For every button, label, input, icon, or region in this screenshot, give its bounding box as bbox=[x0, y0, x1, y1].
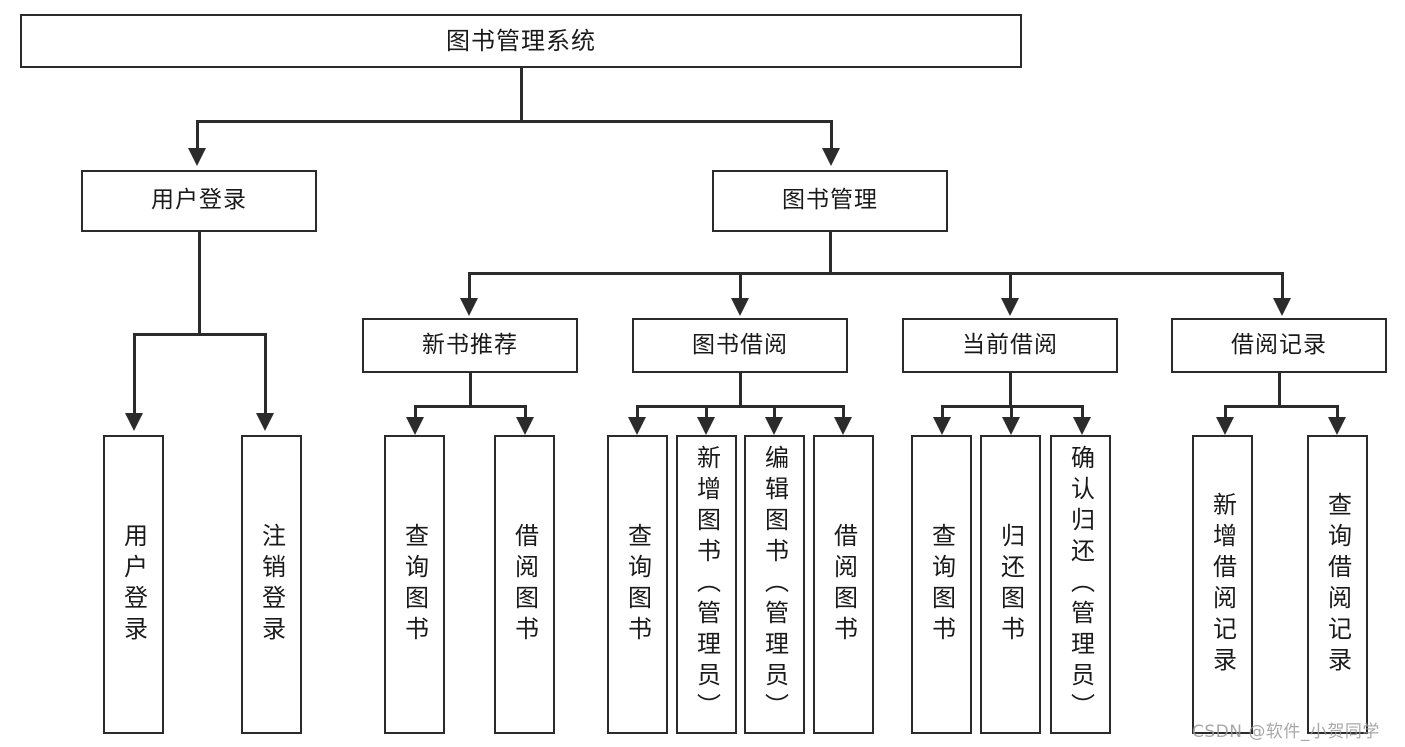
connector-bb-drop-4 bbox=[842, 405, 845, 419]
arrowhead-leaf-return-book bbox=[1002, 417, 1020, 435]
leaf-query-book-borrow[interactable]: 查询图书 bbox=[607, 435, 668, 734]
connector-bm-drop-4 bbox=[1281, 272, 1284, 300]
leaf-query-book-current[interactable]: 查询图书 bbox=[911, 435, 972, 734]
node-label: 用户登录 bbox=[119, 522, 148, 647]
arrowhead-leaf-confirm-return bbox=[1073, 417, 1091, 435]
leaf-logout[interactable]: 注销登录 bbox=[241, 435, 302, 734]
node-label: 当前借阅 bbox=[962, 331, 1058, 358]
node-label: 新书推荐 bbox=[422, 331, 518, 358]
connector-bb-drop-3 bbox=[773, 405, 776, 419]
connector-cb-drop-3 bbox=[1081, 405, 1084, 419]
arrowhead-leaf-query-book-2 bbox=[628, 417, 646, 435]
arrowhead-to-user-login bbox=[188, 148, 206, 166]
node-borrow-record[interactable]: 借阅记录 bbox=[1171, 318, 1387, 373]
arrowhead-to-book-borrow bbox=[731, 298, 749, 316]
arrowhead-leaf-borrow-book-2 bbox=[834, 417, 852, 435]
leaf-user-login[interactable]: 用户登录 bbox=[103, 435, 164, 734]
connector-root-drop-left bbox=[196, 120, 199, 150]
node-user-login[interactable]: 用户登录 bbox=[81, 170, 317, 232]
connector-newbook-drop-1 bbox=[414, 405, 417, 419]
connector-br-drop-2 bbox=[1336, 405, 1339, 419]
connector-currentborrow-stem bbox=[1009, 373, 1012, 407]
node-label: 借阅图书 bbox=[829, 522, 858, 647]
connector-root-bar bbox=[196, 120, 832, 123]
connector-bookborrow-stem bbox=[739, 373, 742, 407]
node-label: 归还图书 bbox=[996, 522, 1025, 647]
connector-user-login-bar bbox=[133, 333, 265, 336]
node-label: 新增借阅记录 bbox=[1208, 491, 1237, 678]
arrowhead-leaf-add-book bbox=[697, 417, 715, 435]
connector-borrowrecord-bar bbox=[1224, 405, 1338, 408]
connector-newbook-stem bbox=[469, 373, 472, 407]
node-new-book-recommend[interactable]: 新书推荐 bbox=[362, 318, 578, 373]
connector-newbook-bar bbox=[414, 405, 526, 408]
connector-borrowrecord-stem bbox=[1278, 373, 1281, 407]
connector-book-manage-stem bbox=[829, 232, 832, 274]
node-label: 新增图书（管理员） bbox=[692, 445, 721, 724]
node-label: 查询图书 bbox=[927, 522, 956, 647]
leaf-add-book-admin[interactable]: 新增图书（管理员） bbox=[676, 435, 737, 734]
node-label: 编辑图书（管理员） bbox=[760, 445, 789, 724]
node-label: 图书管理系统 bbox=[446, 26, 596, 55]
leaf-borrow-book[interactable]: 借阅图书 bbox=[813, 435, 874, 734]
leaf-edit-book-admin[interactable]: 编辑图书（管理员） bbox=[744, 435, 805, 734]
connector-user-login-drop-2 bbox=[264, 333, 267, 415]
arrowhead-leaf-query-record bbox=[1328, 417, 1346, 435]
arrowhead-to-book-manage bbox=[822, 148, 840, 166]
connector-user-login-drop-1 bbox=[133, 333, 136, 415]
connector-bm-drop-3 bbox=[1009, 272, 1012, 300]
connector-bb-drop-1 bbox=[636, 405, 639, 419]
leaf-borrow-book-newbook[interactable]: 借阅图书 bbox=[494, 435, 555, 734]
node-label: 查询借阅记录 bbox=[1323, 491, 1352, 678]
connector-bb-drop-2 bbox=[705, 405, 708, 419]
node-book-borrow[interactable]: 图书借阅 bbox=[632, 318, 848, 373]
leaf-query-borrow-record[interactable]: 查询借阅记录 bbox=[1307, 435, 1368, 734]
leaf-add-borrow-record[interactable]: 新增借阅记录 bbox=[1192, 435, 1253, 734]
connector-root-stem bbox=[520, 68, 523, 122]
node-root-system[interactable]: 图书管理系统 bbox=[20, 14, 1022, 68]
arrowhead-to-current-borrow bbox=[1001, 298, 1019, 316]
node-book-management[interactable]: 图书管理 bbox=[712, 170, 948, 232]
connector-cb-drop-1 bbox=[941, 405, 944, 419]
node-label: 注销登录 bbox=[257, 522, 286, 647]
leaf-return-book[interactable]: 归还图书 bbox=[980, 435, 1041, 734]
connector-bm-drop-1 bbox=[468, 272, 471, 300]
connector-currentborrow-bar bbox=[941, 405, 1084, 408]
arrowhead-to-new-book bbox=[460, 298, 478, 316]
connector-cb-drop-2 bbox=[1010, 405, 1013, 419]
node-label: 查询图书 bbox=[623, 522, 652, 647]
node-label: 图书管理 bbox=[782, 187, 878, 214]
arrowhead-leaf-borrow-book-1 bbox=[516, 417, 534, 435]
node-label: 图书借阅 bbox=[692, 331, 788, 358]
leaf-query-book-newbook[interactable]: 查询图书 bbox=[384, 435, 445, 734]
node-label: 查询图书 bbox=[400, 522, 429, 647]
arrowhead-leaf-query-book-3 bbox=[933, 417, 951, 435]
leaf-confirm-return-admin[interactable]: 确认归还（管理员） bbox=[1050, 435, 1111, 734]
node-label: 确认归还（管理员） bbox=[1066, 445, 1095, 724]
arrowhead-to-borrow-record bbox=[1273, 298, 1291, 316]
arrowhead-leaf-logout bbox=[256, 413, 274, 431]
connector-newbook-drop-2 bbox=[524, 405, 527, 419]
connector-br-drop-1 bbox=[1224, 405, 1227, 419]
node-label: 借阅图书 bbox=[510, 522, 539, 647]
arrowhead-leaf-add-record bbox=[1216, 417, 1234, 435]
arrowhead-leaf-query-book-1 bbox=[406, 417, 424, 435]
connector-bm-drop-2 bbox=[739, 272, 742, 300]
connector-root-drop-right bbox=[830, 120, 833, 150]
connector-user-login-stem bbox=[198, 232, 201, 335]
node-current-borrow[interactable]: 当前借阅 bbox=[902, 318, 1118, 373]
watermark-text: CSDN @软件_小贺同学 bbox=[1192, 722, 1380, 742]
connector-bookborrow-bar bbox=[636, 405, 844, 408]
arrowhead-leaf-user-login bbox=[125, 413, 143, 431]
node-label: 借阅记录 bbox=[1231, 331, 1327, 358]
arrowhead-leaf-edit-book bbox=[765, 417, 783, 435]
node-label: 用户登录 bbox=[151, 187, 247, 214]
connector-book-manage-bar bbox=[468, 272, 1284, 275]
